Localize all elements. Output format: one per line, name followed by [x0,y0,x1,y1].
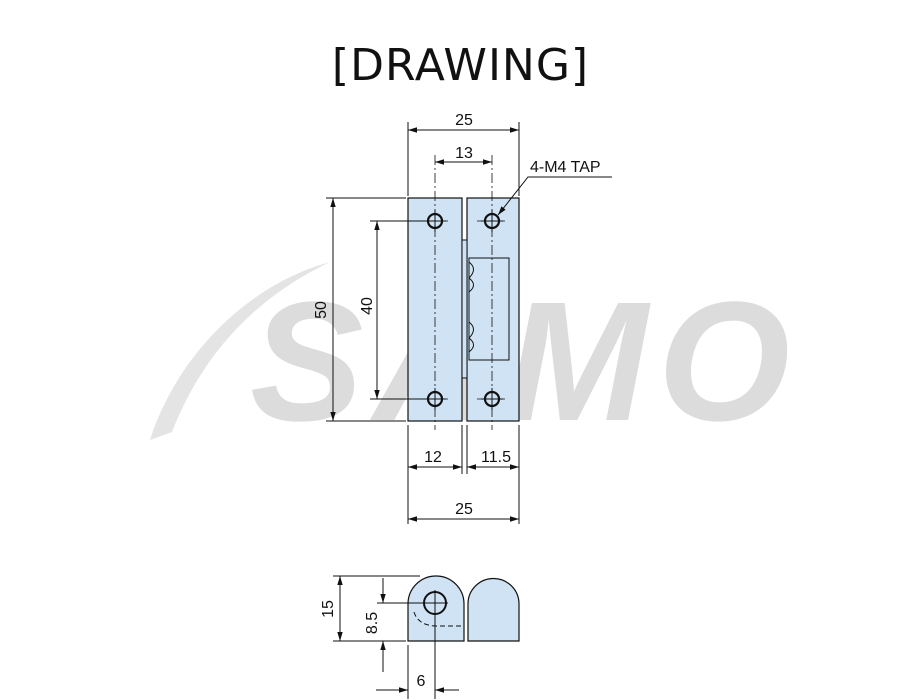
dim-side-pivot-height [377,578,424,672]
dim-side-pivot-offset-label: 6 [417,673,426,690]
dim-top-total [407,122,520,196]
drawing-title: [DRAWING] [331,40,590,91]
dim-hole-spacing-y-label: 40 [359,297,376,315]
watermark-text: SAMO [250,267,800,457]
dim-left-leaf-label: 12 [424,449,442,466]
side-right-knuckle [467,577,520,642]
hinge-pin-area [468,257,510,361]
callout-leader [497,176,612,216]
hinge-knuckle [461,239,468,379]
dim-side-height [333,575,420,642]
dim-side-pivot-offset [376,616,459,699]
dim-top-total-label: 25 [455,112,473,129]
dim-side-height-label: 15 [320,600,337,618]
watermark: SAMO [150,262,800,457]
callout-label: 4-M4 TAP [530,159,601,176]
dim-leaf-widths [407,425,520,524]
dim-side-pivot-height-label: 8.5 [364,612,381,634]
dim-total-height-label: 50 [313,301,330,319]
dim-hole-spacing-y [370,220,425,400]
dim-total-height [326,197,406,422]
dim-hole-spacing-x-label: 13 [455,145,473,162]
right-leaf [466,197,520,422]
dim-right-leaf-label: 11.5 [481,449,511,466]
dim-bottom-total-label: 25 [455,501,473,518]
side-view [407,575,520,642]
